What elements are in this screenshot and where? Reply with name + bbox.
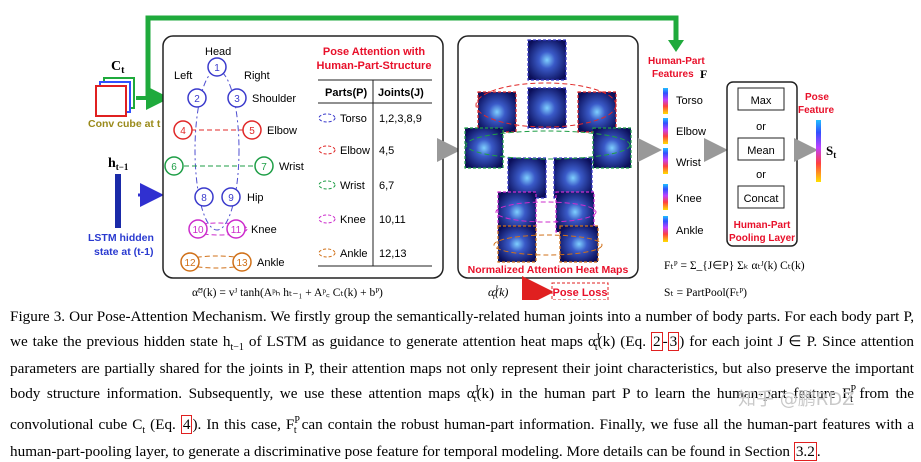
pose-loss-label: Pose Loss (552, 287, 607, 299)
ct-label: Ct (111, 59, 125, 76)
feature-bars (663, 88, 668, 242)
output-S: St (826, 143, 836, 160)
pool-max: Max (751, 95, 772, 107)
feature-torso: Torso (676, 95, 703, 107)
caption-lead: Figure 3. (10, 308, 66, 325)
lstm-label-1: LSTM hidden (88, 232, 154, 244)
watermark: 知乎 @鹏RDZ (738, 389, 855, 410)
output-label-2: Feature (798, 105, 835, 116)
lstm-label-2: state at (t-1) (94, 246, 154, 258)
feature-knee: Knee (676, 193, 702, 205)
svg-text:6: 6 (171, 162, 177, 173)
features-title-1: Human-Part (648, 56, 705, 67)
table-title-1: Pose Attention with (323, 46, 426, 58)
svg-text:1: 1 (214, 63, 220, 74)
figure-diagram: Ct Conv cube at t ht−1 LSTM hidden state… (88, 15, 836, 300)
heatmaps-label: Normalized Attention Heat Maps (468, 264, 629, 276)
green-skip-arrow (145, 15, 679, 98)
row-joints-torso: 1,2,3,8,9 (379, 113, 422, 125)
row-part-ankle: Ankle (340, 248, 368, 260)
svg-text:8: 8 (201, 193, 207, 204)
right-label: Right (244, 70, 270, 82)
part-label-ankle: Ankle (257, 257, 285, 269)
row-part-torso: Torso (340, 113, 367, 125)
row-part-knee: Knee (340, 214, 366, 226)
row-part-wrist: Wrist (340, 180, 365, 192)
part-label-shoulder: Shoulder (252, 93, 296, 105)
eq-ref-4[interactable]: 4 (180, 415, 193, 435)
part-label-knee: Knee (251, 224, 277, 236)
feature-wrist: Wrist (676, 157, 701, 169)
svg-text:7: 7 (261, 162, 267, 173)
head-label: Head (205, 46, 231, 58)
left-label: Left (174, 70, 192, 82)
svg-text:10: 10 (192, 225, 204, 236)
part-label-elbow: Elbow (267, 125, 297, 137)
pool-label-2: Pooling Layer (729, 233, 795, 244)
svg-text:2: 2 (194, 94, 200, 105)
row-joints-elbow: 4,5 (379, 145, 394, 157)
table-title-2: Human-Part-Structure (317, 60, 432, 72)
svg-text:3: 3 (234, 94, 240, 105)
parts-joints-table: Parts(P) Joints(J) Torso 1,2,3,8,9 Elbow… (318, 79, 432, 267)
svg-text:5: 5 (249, 126, 255, 137)
equation-attention: α̃ᵗᴶ(k) = vᴶ tanh(Aᵖₕ hₜ₋₁ + Aᵖ꜀ Cₜ(k) +… (192, 287, 383, 299)
pool-concat: Concat (744, 193, 779, 205)
figure-caption: Figure 3. Our Pose-Attention Mechanism. … (10, 308, 915, 462)
pool-mean-box (737, 137, 785, 161)
skeleton-joints: 1 2 3 4 5 6 7 8 9 10 11 12 13 (164, 57, 274, 272)
row-joints-knee: 10,11 (379, 214, 406, 226)
heatmap-tiles (464, 39, 632, 263)
row-joints-ankle: 12,13 (379, 248, 407, 260)
output-bar (816, 120, 821, 182)
svg-text:12: 12 (184, 258, 196, 269)
row-part-elbow: Elbow (340, 145, 370, 157)
pool-mean: Mean (747, 145, 775, 157)
svg-text:9: 9 (228, 193, 234, 204)
part-label-hip: Hip (247, 192, 264, 204)
equation-feature: Fₜᴾ = Σ_{J∈P} Σₖ αₜᴶ(k) Cₜ(k) (664, 260, 805, 272)
eq-ref-3[interactable]: 3 (667, 332, 680, 352)
output-label-1: Pose (805, 92, 829, 103)
feature-ankle: Ankle (676, 225, 704, 237)
pool-or-1: or (756, 121, 766, 133)
col-parts: Parts(P) (325, 87, 368, 99)
skeleton-panel (162, 35, 444, 279)
section-ref-3-2[interactable]: 3.2 (793, 442, 817, 462)
svg-text:4: 4 (180, 126, 186, 137)
part-label-wrist: Wrist (279, 161, 304, 173)
features-title-2: Features (652, 69, 694, 80)
pool-max-box (737, 87, 785, 111)
pool-concat-box (737, 185, 785, 209)
features-F: F (700, 67, 707, 81)
svg-text:13: 13 (236, 258, 248, 269)
conv-cube-label: Conv cube at t (88, 118, 161, 130)
svg-text:11: 11 (231, 225, 242, 236)
pool-or-2: or (756, 169, 766, 181)
conv-cube (95, 77, 135, 117)
h-label: ht−1 (108, 156, 129, 172)
pose-loss-box (551, 282, 609, 300)
pool-label-1: Human-Part (734, 220, 791, 231)
equation-pool: Sₜ = PartPool(Fₜᴾ) (664, 287, 747, 299)
torso-group (194, 69, 240, 231)
col-joints: Joints(J) (378, 87, 424, 99)
feature-elbow: Elbow (676, 126, 706, 138)
lstm-hidden-bar (115, 174, 121, 228)
eq-ref-2[interactable]: 2 (650, 332, 663, 352)
row-joints-wrist: 6,7 (379, 180, 394, 192)
